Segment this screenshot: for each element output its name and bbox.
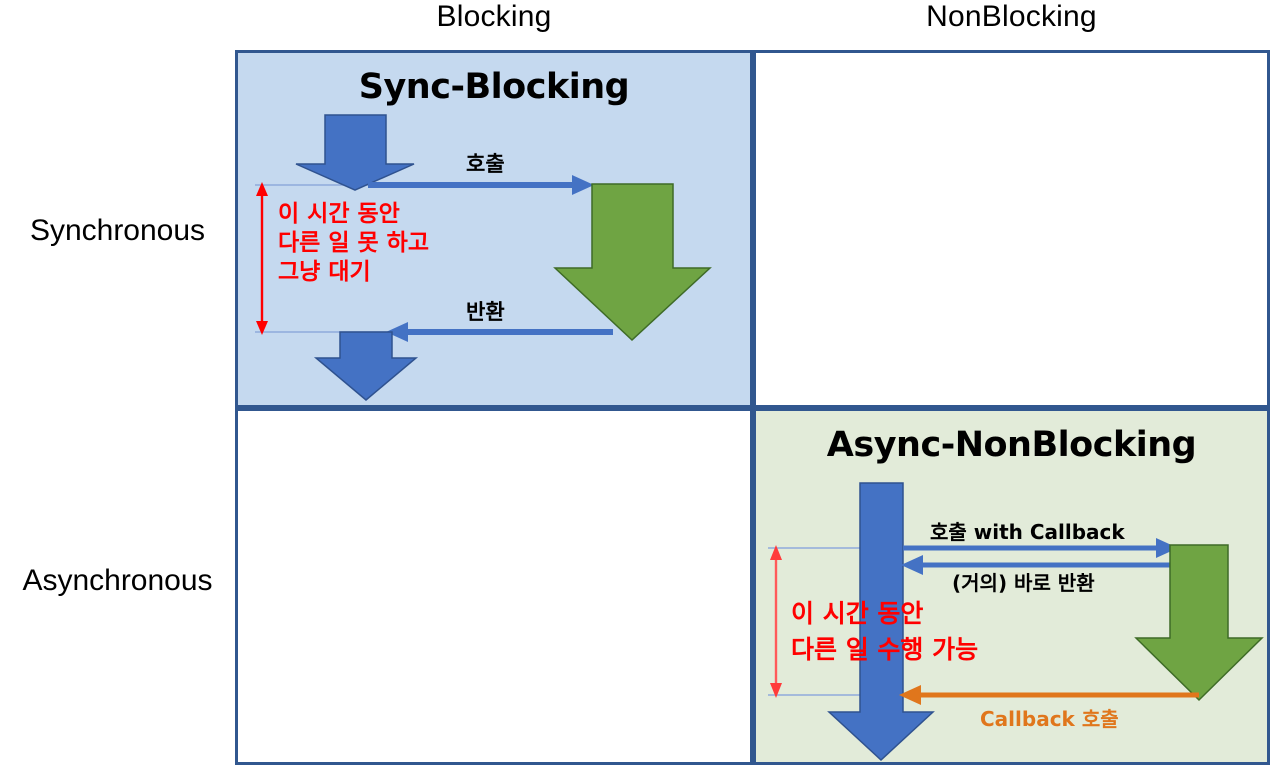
return-label-async: (거의) 바로 반환 <box>952 571 1095 595</box>
quadrant-title-async-nonblocking: Async-NonBlocking <box>826 425 1197 465</box>
duration-note-async-line-2: 다른 일 수행 가능 <box>791 635 979 664</box>
duration-note-sync: 이 시간 동안 다른 일 못 하고 그냥 대기 <box>278 200 429 287</box>
row-label-asynchronous: Asynchronous <box>22 564 213 597</box>
duration-note-async: 이 시간 동안 다른 일 수행 가능 <box>791 596 978 668</box>
duration-note-sync-line-2: 다른 일 못 하고 <box>278 230 429 256</box>
duration-note-sync-line-1: 이 시간 동안 <box>278 201 400 227</box>
quadrant-async-blocking <box>235 408 753 765</box>
call-label-async: 호출 with Callback <box>930 520 1125 544</box>
return-label-sync: 반환 <box>466 300 505 324</box>
quadrant-sync-nonblocking <box>753 50 1270 408</box>
column-label-nonblocking: NonBlocking <box>926 0 1097 33</box>
row-label-synchronous: Synchronous <box>29 214 206 247</box>
quadrant-grid: Sync-Blocking Async-NonBlocking <box>235 50 1270 765</box>
call-label-sync: 호출 <box>466 152 505 176</box>
column-label-blocking: Blocking <box>436 0 552 33</box>
callback-label: Callback 호출 <box>980 707 1119 731</box>
quadrant-title-sync-blocking: Sync-Blocking <box>358 67 630 107</box>
duration-note-async-line-1: 이 시간 동안 <box>791 599 924 628</box>
duration-note-sync-line-3: 그냥 대기 <box>278 259 371 285</box>
